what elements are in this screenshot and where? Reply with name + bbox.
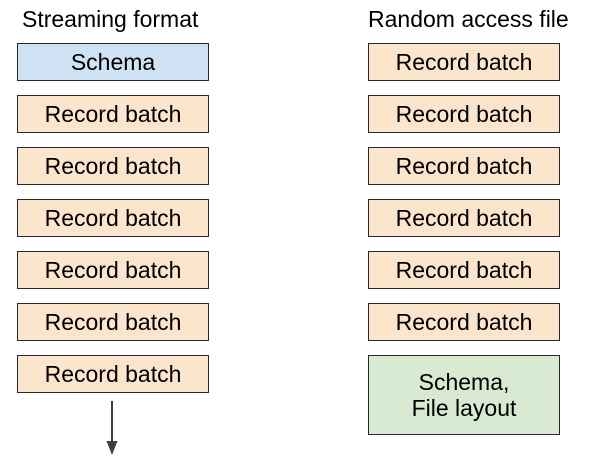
record-batch-box: Record batch — [368, 303, 560, 341]
schema-box: Schema — [17, 43, 209, 81]
schema-file-layout-line2: File layout — [411, 395, 517, 421]
record-batch-box: Record batch — [368, 43, 560, 81]
schema-file-layout-box: Schema, File layout — [368, 355, 560, 435]
stream-continues-arrow-icon — [100, 400, 124, 456]
streaming-format-column: Streaming format Schema Record batch Rec… — [17, 8, 209, 407]
record-batch-box: Record batch — [17, 355, 209, 393]
record-batch-box: Record batch — [368, 251, 560, 289]
record-batch-box: Record batch — [368, 147, 560, 185]
record-batch-box: Record batch — [368, 199, 560, 237]
record-batch-box: Record batch — [17, 199, 209, 237]
streaming-format-title: Streaming format — [22, 6, 199, 32]
record-batch-box: Record batch — [368, 95, 560, 133]
schema-file-layout-line1: Schema, — [418, 369, 510, 395]
record-batch-box: Record batch — [17, 95, 209, 133]
random-access-file-title: Random access file — [368, 6, 569, 32]
record-batch-box: Record batch — [17, 251, 209, 289]
record-batch-box: Record batch — [17, 147, 209, 185]
random-access-file-column: Random access file Record batch Record b… — [368, 6, 569, 449]
record-batch-box: Record batch — [17, 303, 209, 341]
